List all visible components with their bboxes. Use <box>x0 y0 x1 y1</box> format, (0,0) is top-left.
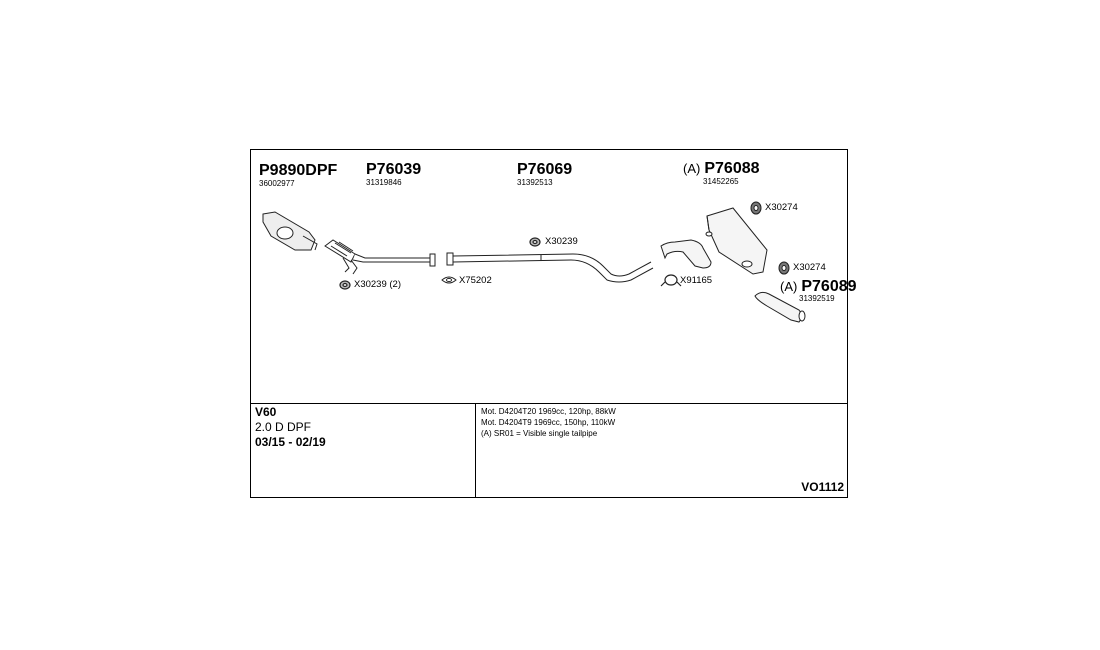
variant-prefix: (A) <box>780 279 798 294</box>
part-number: P76039 <box>366 161 422 178</box>
part-number: P9890DPF <box>259 162 338 179</box>
diagram-reference: VO1112 <box>801 480 844 494</box>
oe-number: 31452265 <box>703 177 739 186</box>
part-number: P76069 <box>517 161 573 178</box>
exhaust-diagram-sheet: P9890DPF 36002977 P76039 31319846 P76069… <box>250 149 857 498</box>
model-name: V60 <box>255 405 277 419</box>
engine-notes: Mot. D4204T20 1969cc, 120hp, 88kW Mot. D… <box>481 406 616 439</box>
oe-number: 36002977 <box>259 179 295 188</box>
model-info: V60 2.0 D DPF 03/15 - 02/19 <box>255 405 326 450</box>
rubber-mount-icon <box>778 261 790 275</box>
variant-prefix: (A) <box>683 161 701 176</box>
engine-label: 2.0 D DPF <box>255 420 312 434</box>
middle-pipe-drawing <box>446 252 654 283</box>
oe-number: 31392519 <box>799 294 835 303</box>
accessory-label: X30239 <box>545 236 578 247</box>
divider <box>251 403 847 404</box>
note-line: Mot. D4204T20 1969cc, 120hp, 88kW <box>481 407 616 416</box>
part-number: P76088 <box>704 160 760 177</box>
rear-silencer-drawing <box>660 207 768 275</box>
accessory-label: X91165 <box>680 275 713 286</box>
accessory-label: X30239 (2) <box>354 279 402 290</box>
front-pipe-drawing <box>324 239 436 275</box>
part-number: P76089 <box>801 278 857 295</box>
dpf-drawing <box>262 211 318 251</box>
part-number-row: (A)P76088 <box>683 161 760 177</box>
rubber-mount-icon <box>750 201 762 215</box>
oe-number: 31319846 <box>366 178 402 187</box>
note-line: Mot. D4204T9 1969cc, 150hp, 110kW <box>481 418 616 427</box>
accessory-label: X75202 <box>459 275 492 286</box>
part-number-row: (A)P76089 <box>780 279 857 295</box>
model-years: 03/15 - 02/19 <box>255 435 326 449</box>
oe-number: 31392513 <box>517 178 553 187</box>
accessory-label: X30274 <box>793 262 826 273</box>
gasket-icon <box>441 276 457 284</box>
accessory-label: X30274 <box>765 202 798 213</box>
tailpipe-drawing <box>754 291 806 323</box>
clamp-icon <box>339 280 351 290</box>
exhaust-drawing <box>262 201 806 323</box>
clamp-ring-icon <box>660 274 682 287</box>
clamp-icon <box>529 237 541 247</box>
note-line: (A) SR01 = Visible single tailpipe <box>481 429 598 438</box>
divider <box>475 403 476 498</box>
